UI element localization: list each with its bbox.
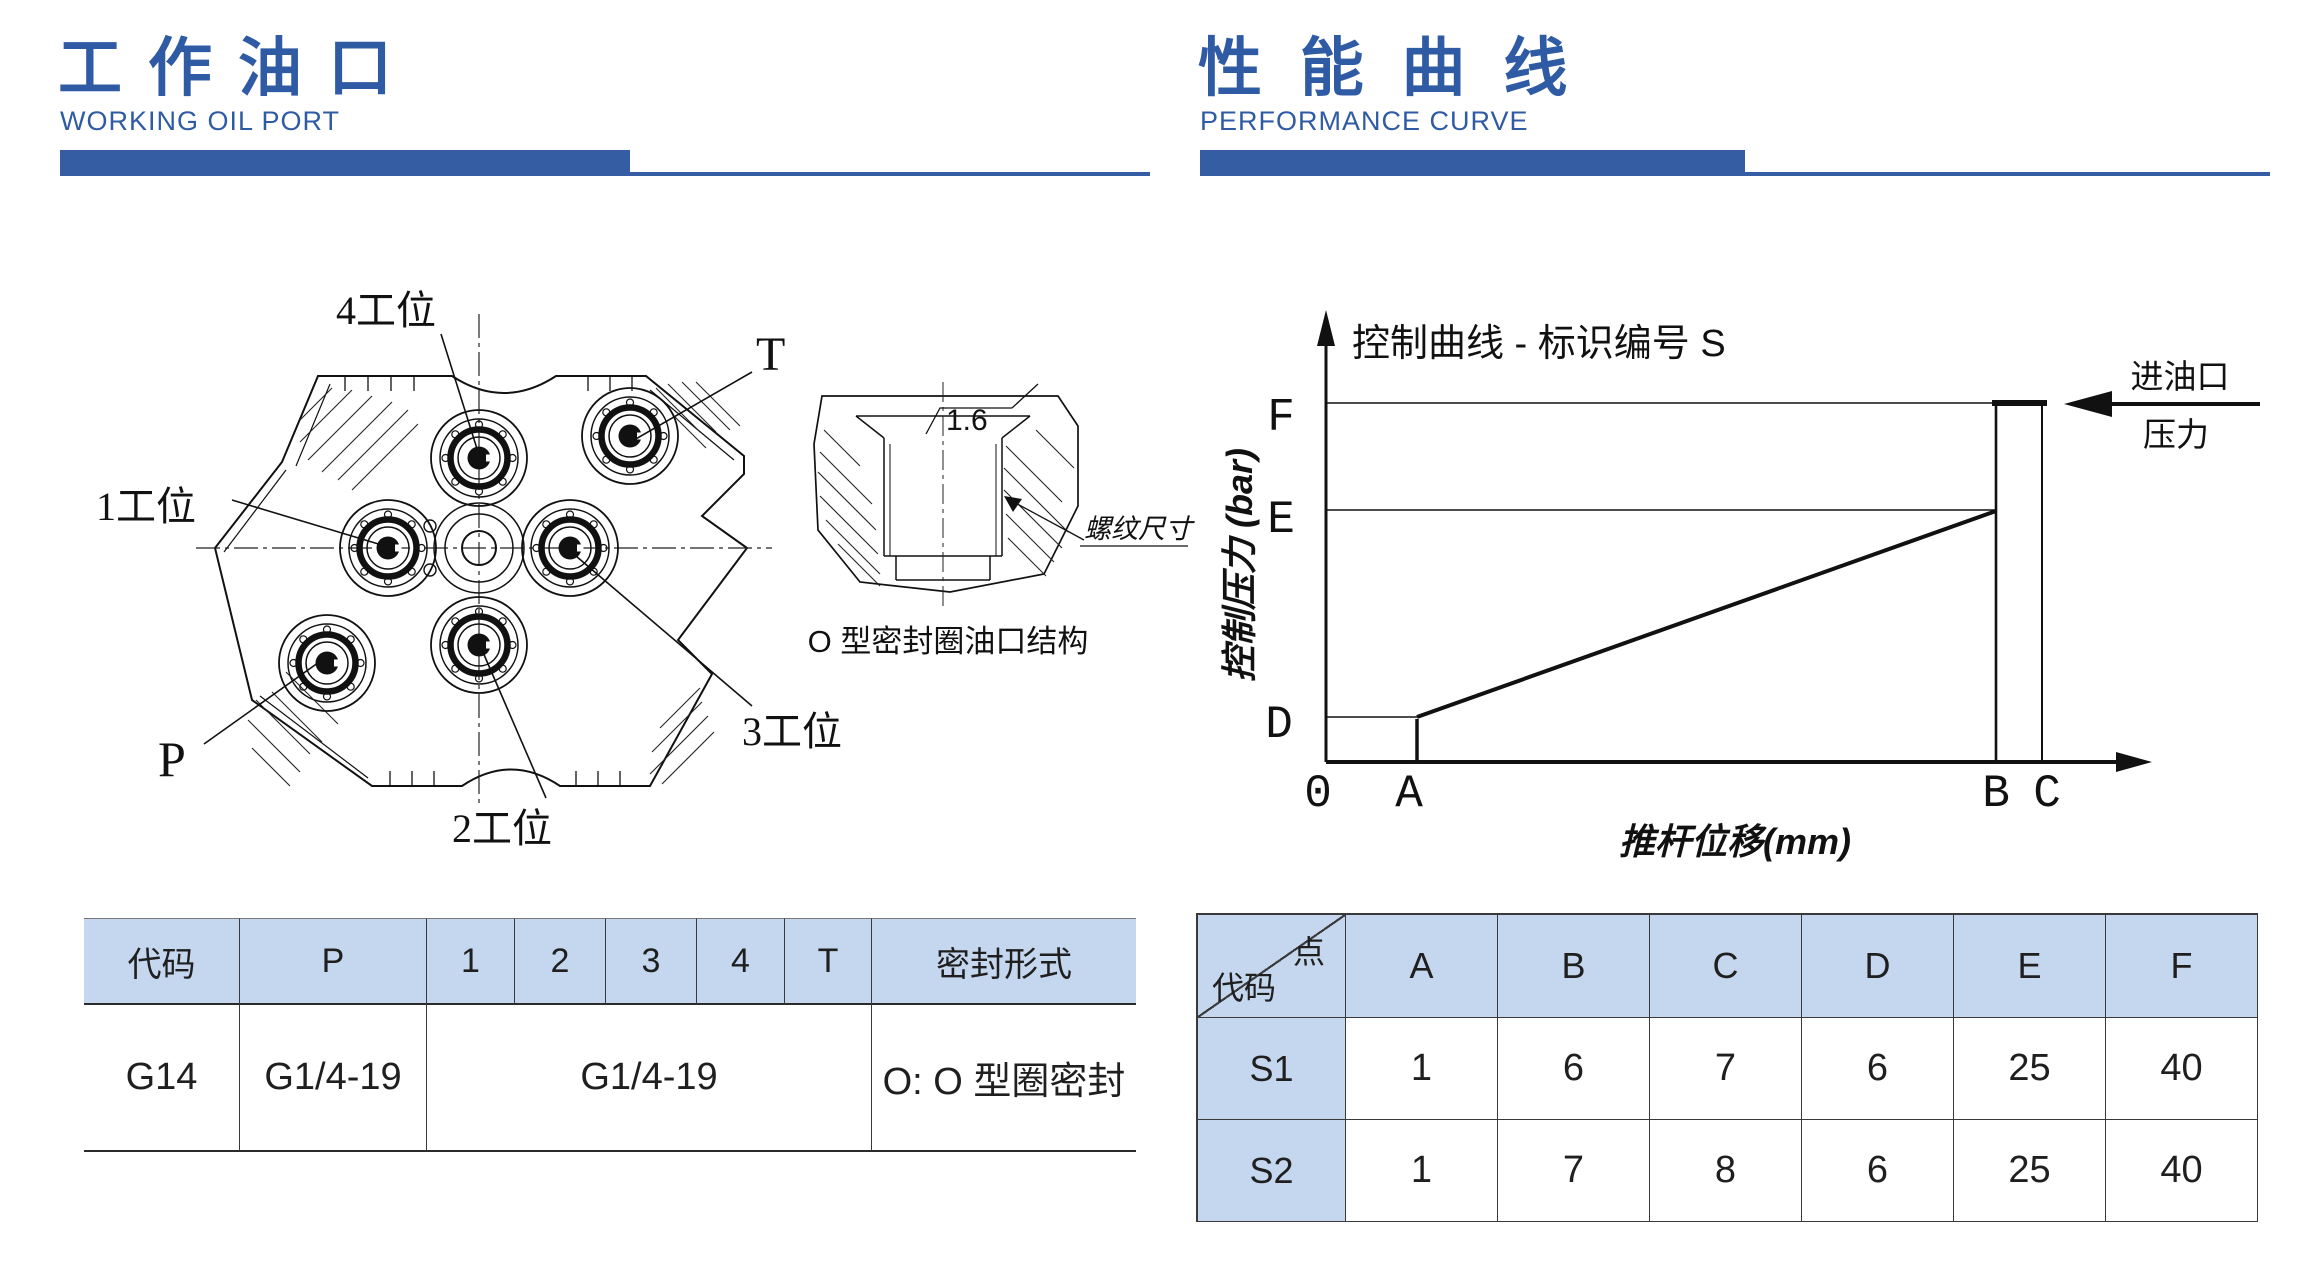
curve-table-corner-cell: 点 代码 — [1198, 915, 1346, 1018]
left-title-rule — [630, 172, 1150, 176]
port-table-header-4: 4 — [697, 918, 785, 1005]
curve-table-s2-a: 1 — [1346, 1120, 1498, 1222]
curve-table-s2-f: 40 — [2106, 1120, 2258, 1222]
edge-ticks — [344, 377, 633, 785]
centerlines — [196, 314, 772, 806]
y-axis-title: 控制压力 (bar) — [1219, 448, 1260, 682]
xtick-0: 0 — [1304, 768, 1332, 820]
port-p — [279, 615, 375, 711]
port-table: 代码 P 1 2 3 4 T 密封形式 G14 G1/4-19 G1/4-19 … — [84, 918, 1136, 1152]
x-axis-title: 推杆位移(mm) — [1619, 821, 1851, 862]
port-table-header-3: 3 — [606, 918, 697, 1005]
right-title-rule — [1745, 172, 2270, 176]
ytick-e: E — [1267, 494, 1295, 546]
performance-chart: 控制曲线 - 标识编号 S F E D 0 A B C 推杆位移(mm) 控制压… — [1219, 310, 2260, 862]
roughness-value: 1.6 — [946, 404, 988, 437]
port-table-seal: O: O 型圈密封 — [872, 1005, 1136, 1152]
label-station2: 2工位 — [452, 806, 552, 851]
xtick-b: B — [1982, 768, 2010, 820]
left-title-bar — [60, 150, 630, 176]
label-station3: 3工位 — [742, 709, 842, 754]
oring-detail-drawing: 1.6 螺纹尺寸 O 型密封圈油口结构 — [808, 382, 1195, 659]
curve-table-header-c: C — [1650, 915, 1802, 1018]
curve-table-s1-a: 1 — [1346, 1018, 1498, 1120]
guide-lines — [1327, 402, 2043, 762]
ytick-d: D — [1265, 699, 1293, 751]
y-axis-arrow-icon — [1317, 310, 1335, 346]
curve-table-s1-b: 6 — [1498, 1018, 1650, 1120]
curve-table-s1-d: 6 — [1802, 1018, 1954, 1120]
right-section-title: 性 能 曲 线 — [1198, 32, 1578, 104]
port-table-header-1: 1 — [427, 918, 515, 1005]
corner-hatching — [247, 381, 741, 787]
right-title-bar — [1200, 150, 1745, 176]
label-port-p: P — [158, 731, 186, 787]
port-station4 — [431, 410, 527, 506]
curve-table-header-b: B — [1498, 915, 1650, 1018]
port-table-header-seal: 密封形式 — [872, 918, 1136, 1005]
port-table-header-t: T — [785, 918, 872, 1005]
xtick-c: C — [2033, 768, 2061, 820]
oring-detail-caption: O 型密封圈油口结构 — [808, 624, 1089, 659]
port-station3 — [522, 500, 618, 596]
chart-title: 控制曲线 - 标识编号 S — [1352, 323, 1726, 365]
port-table-header-code: 代码 — [84, 918, 240, 1005]
center-pilot-port — [423, 502, 525, 594]
curve-table-s2-c: 8 — [1650, 1120, 1802, 1222]
curve-table-header-e: E — [1954, 915, 2106, 1018]
port-table-header-2: 2 — [515, 918, 606, 1005]
label-station4: 4工位 — [336, 288, 436, 333]
port-table-header-p: P — [240, 918, 427, 1005]
ytick-f: F — [1267, 392, 1295, 444]
curve-table-s1-e: 25 — [1954, 1018, 2106, 1120]
port-t — [582, 388, 678, 484]
curve-table-header-a: A — [1346, 915, 1498, 1018]
curve-table-row-s1-code: S1 — [1198, 1018, 1346, 1120]
curve-table-corner-point: 点 — [1292, 934, 1325, 970]
left-section-subtitle: WORKING OIL PORT — [60, 106, 341, 136]
left-section-title: 工作油口 — [58, 32, 418, 104]
xtick-a: A — [1395, 768, 1423, 820]
curve-table-row-s2-code: S2 — [1198, 1120, 1346, 1222]
leader-lines — [203, 333, 753, 799]
right-section-subtitle: PERFORMANCE CURVE — [1200, 106, 1529, 136]
thread-size-label: 螺纹尺寸 — [1084, 514, 1195, 544]
curve-table-corner-code: 代码 — [1212, 970, 1277, 1006]
port-table-p-thread: G1/4-19 — [240, 1005, 427, 1152]
port-table-work-threads: G1/4-19 — [427, 1005, 872, 1152]
curve-table-s1-c: 7 — [1650, 1018, 1802, 1120]
curve-table-s2-e: 25 — [1954, 1120, 2106, 1222]
x-axis-arrow-icon — [2116, 752, 2152, 772]
curve-table: 点 代码 A B C D E F S1 1 6 7 6 25 40 S2 1 7… — [1196, 913, 2258, 1222]
port-table-code: G14 — [84, 1005, 240, 1152]
curve-table-s2-d: 6 — [1802, 1120, 1954, 1222]
curve-table-s2-b: 7 — [1498, 1120, 1650, 1222]
label-port-t: T — [756, 328, 785, 381]
inlet-label-top: 进油口 — [2131, 358, 2230, 395]
inlet-pressure-arrow — [2064, 391, 2260, 417]
control-curve — [1415, 400, 2047, 762]
inlet-label-bottom: 压力 — [2143, 416, 2209, 453]
working-oil-port-drawing: 4工位 1工位 T 3工位 P 2工位 — [96, 288, 1195, 851]
curve-table-s1-f: 40 — [2106, 1018, 2258, 1120]
curve-table-header-d: D — [1802, 915, 1954, 1018]
label-station1: 1工位 — [96, 484, 196, 529]
curve-table-header-f: F — [2106, 915, 2258, 1018]
